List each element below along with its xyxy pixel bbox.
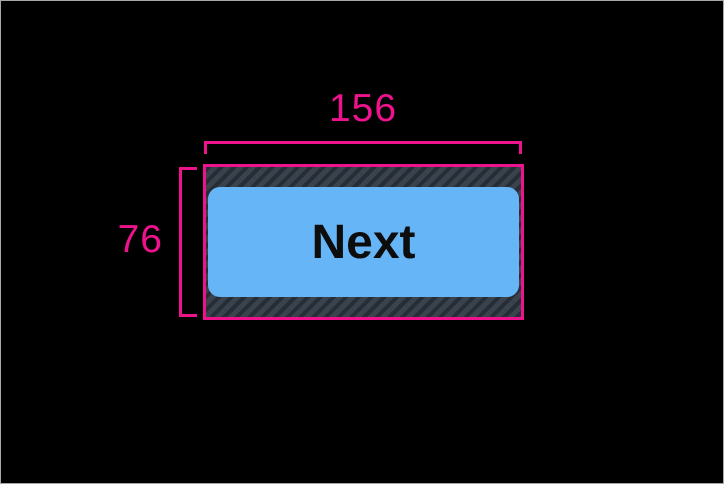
width-dimension-bracket xyxy=(204,141,522,154)
height-dimension-bracket xyxy=(179,167,197,317)
measured-region-outline: Next xyxy=(203,164,524,320)
next-button[interactable]: Next xyxy=(208,187,519,297)
next-button-label: Next xyxy=(311,215,416,269)
height-dimension-label: 76 xyxy=(117,218,163,261)
width-dimension-label: 156 xyxy=(328,87,398,130)
